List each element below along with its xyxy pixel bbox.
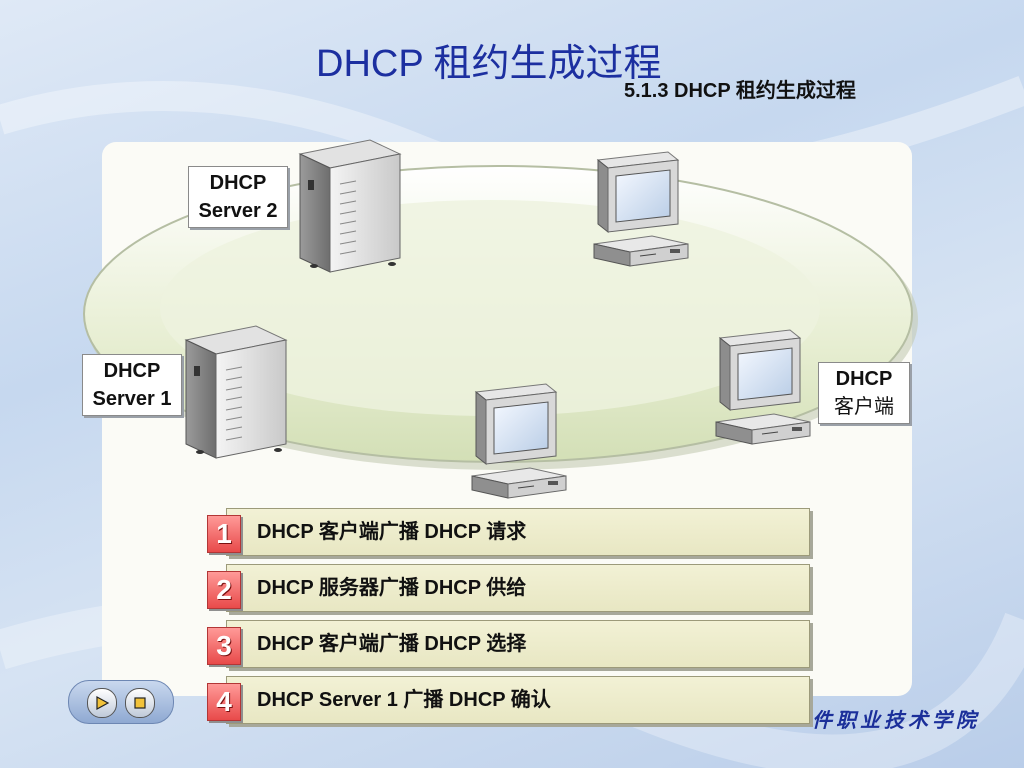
client-label-line1: DHCP <box>835 368 893 390</box>
workstation-right-icon <box>715 329 811 445</box>
step-3: 3 DHCP 客户端广播 DHCP 选择 <box>207 620 810 668</box>
stop-button[interactable] <box>125 688 155 718</box>
server-1-label: DHCP Server 1 <box>82 354 182 416</box>
server-2-label-line1: DHCP <box>209 172 267 194</box>
step-number-badge: 2 <box>207 571 241 609</box>
play-button[interactable] <box>87 688 117 718</box>
step-number-badge: 4 <box>207 683 241 721</box>
step-text: DHCP 客户端广播 DHCP 请求 <box>257 521 527 543</box>
workstation-top-icon <box>593 151 689 267</box>
page-title: DHCP 租约生成过程 <box>316 43 662 85</box>
play-icon <box>96 695 110 711</box>
stop-icon <box>134 697 146 709</box>
step-2: 2 DHCP 服务器广播 DHCP 供给 <box>207 564 810 612</box>
server-2-icon <box>299 139 401 273</box>
server-1-label-line1: DHCP <box>103 360 161 382</box>
workstation-bottom-icon <box>471 383 567 499</box>
school-name: 件职业技术学院 <box>812 710 980 732</box>
step-text: DHCP 客户端广播 DHCP 选择 <box>257 633 527 655</box>
server-1-icon <box>185 325 287 459</box>
step-text: DHCP Server 1 广播 DHCP 确认 <box>257 689 551 711</box>
server-2-label-line2: Server 2 <box>198 200 278 222</box>
section-heading: 5.1.3 DHCP 租约生成过程 <box>624 80 856 102</box>
client-label: DHCP 客户端 <box>818 362 910 424</box>
step-text: DHCP 服务器广播 DHCP 供给 <box>257 577 527 599</box>
server-1-label-line2: Server 1 <box>92 388 172 410</box>
slide-navigation <box>68 680 174 724</box>
step-1: 1 DHCP 客户端广播 DHCP 请求 <box>207 508 810 556</box>
client-label-line2: 客户端 <box>834 396 894 418</box>
step-number-badge: 1 <box>207 515 241 553</box>
step-number-badge: 3 <box>207 627 241 665</box>
server-2-label: DHCP Server 2 <box>188 166 288 228</box>
step-4: 4 DHCP Server 1 广播 DHCP 确认 <box>207 676 810 724</box>
